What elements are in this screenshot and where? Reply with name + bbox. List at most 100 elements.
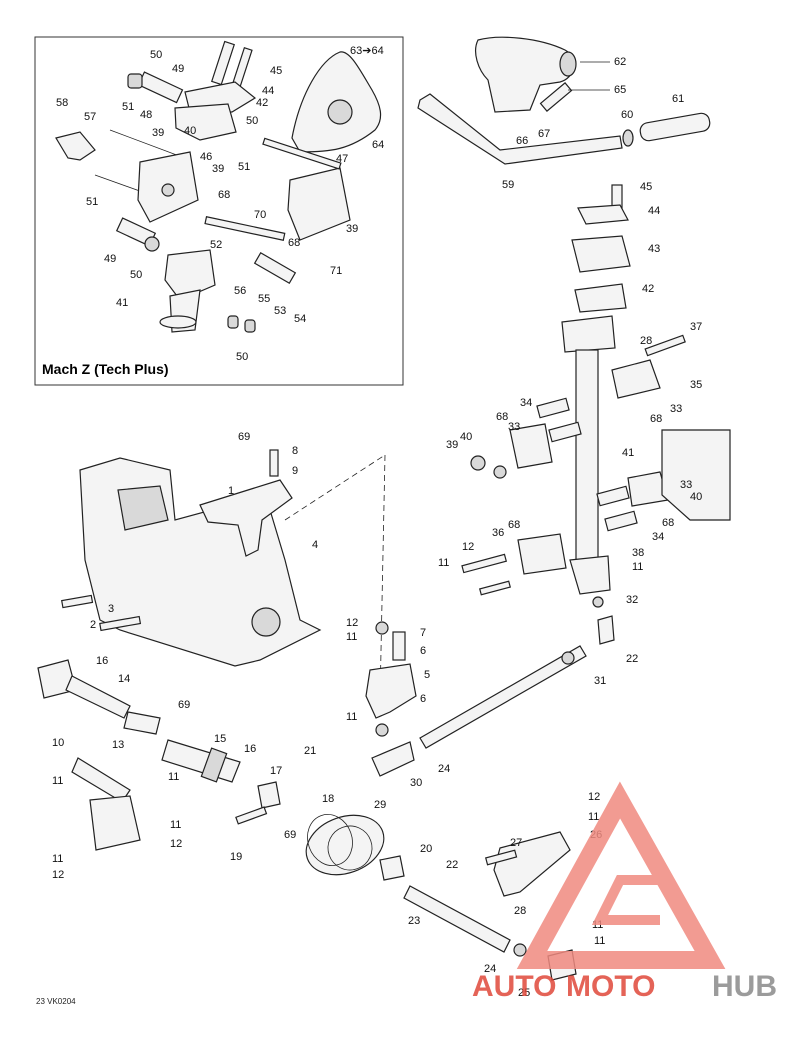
frame-label: 12 [346,617,358,629]
col-label: 68 [496,411,508,423]
inset-label: 58 [56,97,68,109]
frame-bolt [99,615,142,632]
rod-label: 11 [52,853,63,865]
inset-label: 68 [288,237,300,249]
col-label: 40 [460,431,472,443]
inset-label: 50 [246,115,258,127]
rod-label: 11 [170,819,181,831]
upper-bearing-bolt [644,334,686,357]
steering-arm [365,663,417,719]
frame-label: 69 [238,431,250,443]
col-label: 35 [690,379,702,391]
frame-label: 24 [438,763,450,775]
inset-label: 39 [212,163,224,175]
col-label: 40 [690,491,702,503]
rod-label: 21 [304,745,316,757]
hb-label: 59 [502,179,514,191]
col-label: 68 [650,413,662,425]
col-label: 12 [462,541,474,553]
drawing-code: 23 VK0204 [36,997,76,1006]
rod-label: 12 [170,838,182,850]
col-label: 11 [632,561,643,573]
frame-bolt [61,594,94,609]
alignment-line [379,454,386,701]
inset-label: 42 [256,97,268,109]
frame-label: 9 [292,465,298,477]
frame-label: 1 [228,485,234,497]
lower-bolt [478,580,512,596]
rod-label: 10 [52,737,64,749]
rod-label: 69 [178,699,190,711]
inset-label: 53 [274,305,286,317]
hb-label: 65 [614,84,626,96]
bushing-sleeve [536,397,570,419]
hb-label: 60 [621,109,633,121]
frame-assembly: 69 8 9 1 4 3 2 12 11 7 6 5 6 11 30 24 [61,431,587,789]
drag-link-10 [71,757,131,803]
col-label: 32 [626,594,638,606]
rod-label: 11 [52,775,63,787]
inset-label: 46 [200,151,212,163]
frame-label: 6 [420,693,426,705]
inset-label: 57 [84,111,96,123]
bracket-bolt [269,449,279,477]
inset-label: 68 [218,189,230,201]
col-label: 68 [508,519,520,531]
column-washer [577,204,629,225]
rod-end-30 [371,741,415,777]
rod-label: 11 [168,771,179,783]
grip-ring [622,129,634,147]
rod-label: 22 [446,859,458,871]
frame-cutout [117,485,169,531]
column-clamp-top [571,235,631,273]
steering-column-assembly: 45 44 43 42 28 37 35 33 68 34 33 68 39 4… [438,181,731,687]
handlebar-assembly: 62 65 61 60 66 67 59 [417,36,711,191]
col-label: 33 [508,421,520,433]
frame-label: 2 [90,619,96,631]
frame-label: 6 [420,645,426,657]
inset-label: 51 [238,161,250,173]
watermark-logo: AUTO MOTO HUB [472,781,777,1003]
inset-label: 51 [122,101,134,113]
steering-support-bracket [199,479,293,557]
rod-label: 23 [408,915,420,927]
upper-bearing-block [611,359,661,399]
inset-label: 48 [140,109,152,121]
watermark-moto: MOTO [566,970,655,1003]
column-bracket [561,315,616,353]
inset-ref-label: 63➔64 [350,45,384,57]
hb-label: 61 [672,93,684,105]
inset-spring [253,251,297,285]
grip [639,112,711,142]
column-clamp-bottom [574,283,627,313]
frame-label: 3 [108,603,114,615]
arm-nut [375,621,389,635]
handlebar-pad-end [559,51,577,77]
inset-label: 44 [262,85,274,97]
rod-label: 15 [214,733,226,745]
handlebar-tube [417,93,623,165]
inset-panel: 50 49 45 44 42 48 39 40 50 58 57 51 46 3… [34,36,404,386]
inset-bolt [210,40,236,86]
inset-label: 56 [234,285,246,297]
col-label: 41 [622,447,634,459]
inset-title: Mach Z (Tech Plus) [42,361,169,377]
inset-label: 39 [152,127,164,139]
inset-label: 39 [346,223,358,235]
lower-bolt [461,553,508,574]
inset-label: 50 [236,351,248,363]
inset-label: 49 [104,253,116,265]
col-label: 33 [680,479,692,491]
frame-label: 11 [346,631,357,643]
boot-fold [307,814,353,866]
rod-label: 17 [270,765,282,777]
arm-washer [375,723,389,737]
bushing-sleeve [548,421,582,443]
col-label: 42 [642,283,654,295]
tie-rod-assembly: 16 14 69 13 15 16 10 11 11 17 21 18 11 1… [37,655,605,999]
col-label: 36 [492,527,504,539]
col-label: 38 [632,547,644,559]
rod-label: 69 [284,829,296,841]
col-label: 45 [640,181,652,193]
inset-arm [204,216,286,241]
